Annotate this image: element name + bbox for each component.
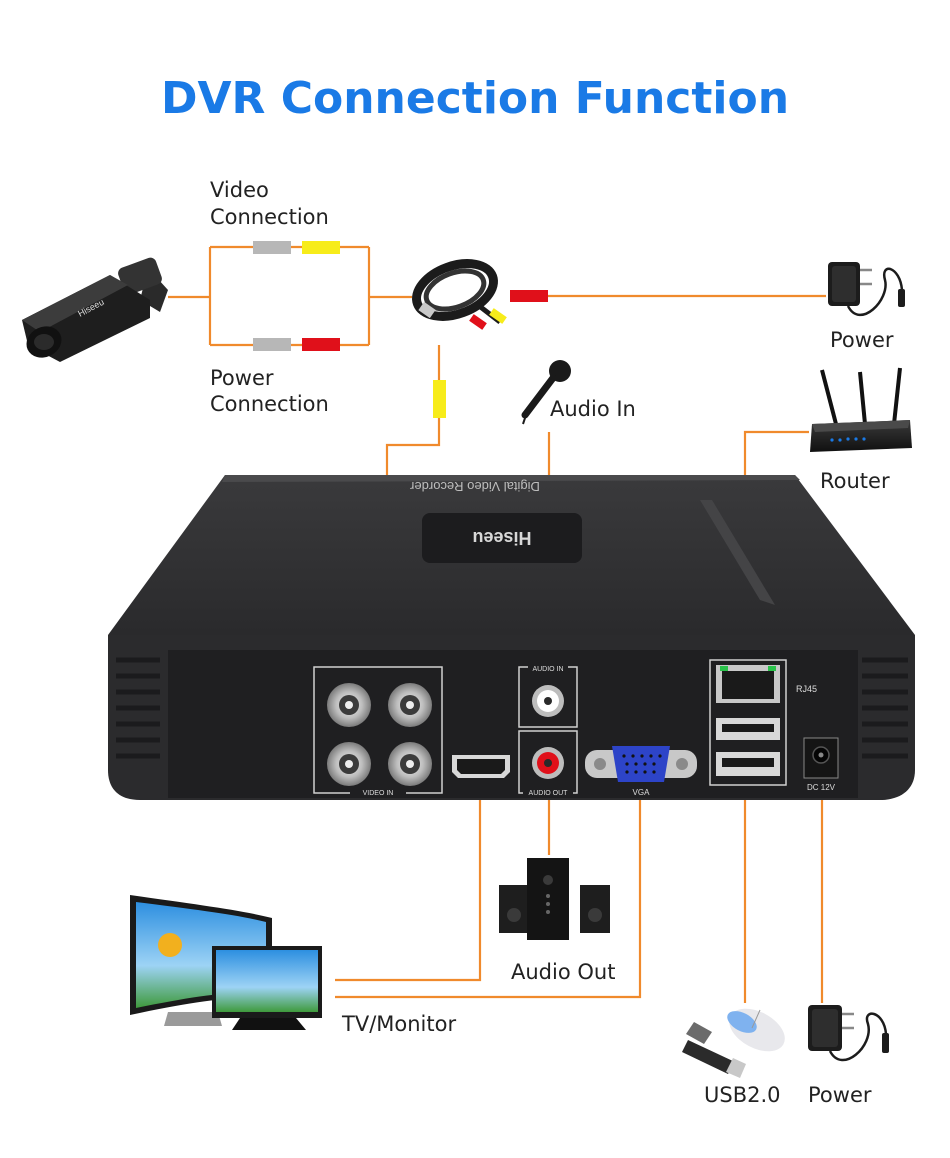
tv-monitor-icon bbox=[130, 895, 322, 1030]
dvr-brand: Hiseeu bbox=[472, 528, 531, 548]
power-sleeve-red bbox=[302, 338, 340, 351]
dc-port-label: DC 12V bbox=[807, 783, 836, 792]
video-connection-label-2: Connection bbox=[210, 205, 329, 229]
mouse-icon bbox=[727, 1008, 785, 1052]
cable-color-sleeves bbox=[253, 241, 548, 418]
router-icon bbox=[810, 367, 912, 452]
power-adapter-icon-bottom bbox=[808, 1005, 889, 1062]
speaker-icon bbox=[499, 858, 610, 940]
bnc-ports bbox=[327, 683, 432, 786]
page-title: DVR Connection Function bbox=[161, 73, 789, 124]
power-connection-label-2: Connection bbox=[210, 392, 329, 416]
usb-ports bbox=[716, 718, 780, 776]
video-plug-yellow bbox=[433, 380, 446, 418]
usb-label: USB2.0 bbox=[704, 1083, 781, 1107]
vga-port: VGA bbox=[585, 746, 697, 797]
tv-monitor-label: TV/Monitor bbox=[341, 1012, 456, 1036]
router-label: Router bbox=[820, 469, 890, 493]
rj45-port-label: RJ45 bbox=[796, 684, 817, 694]
dvr-model-text: Digital Video Recorder bbox=[409, 479, 539, 494]
audio-in-label: Audio In bbox=[550, 397, 636, 421]
vga-port-label: VGA bbox=[633, 788, 651, 797]
power-top-label: Power bbox=[830, 328, 894, 352]
power-sleeve-gray bbox=[253, 338, 291, 351]
audio-in-port-label: AUDIO IN bbox=[532, 666, 563, 673]
dc-power-jack: DC 12V bbox=[803, 737, 839, 792]
audio-out-port-label: AUDIO OUT bbox=[529, 790, 569, 797]
video-sleeve-yellow bbox=[302, 241, 340, 254]
hdmi-port bbox=[452, 755, 510, 778]
power-adapter-icon-top bbox=[828, 262, 905, 316]
bnc-cable-icon bbox=[412, 259, 507, 330]
microphone-icon bbox=[521, 360, 571, 425]
video-sleeve-gray bbox=[253, 241, 291, 254]
video-connection-label-1: Video bbox=[210, 178, 269, 202]
video-in-port-label: VIDEO IN bbox=[363, 790, 394, 797]
power-bottom-label: Power bbox=[808, 1083, 872, 1107]
usb-drive-icon bbox=[682, 1022, 746, 1078]
camera-icon: Hiseeu bbox=[22, 257, 168, 362]
power-plug-red bbox=[510, 290, 548, 302]
dvr-logo-plate bbox=[422, 513, 582, 563]
audio-out-label: Audio Out bbox=[511, 960, 615, 984]
dvr-icon: Hiseeu Digital Video Recorder VIDEO IN A… bbox=[108, 475, 915, 800]
rj45-port bbox=[716, 665, 780, 703]
power-connection-label-1: Power bbox=[210, 366, 274, 390]
